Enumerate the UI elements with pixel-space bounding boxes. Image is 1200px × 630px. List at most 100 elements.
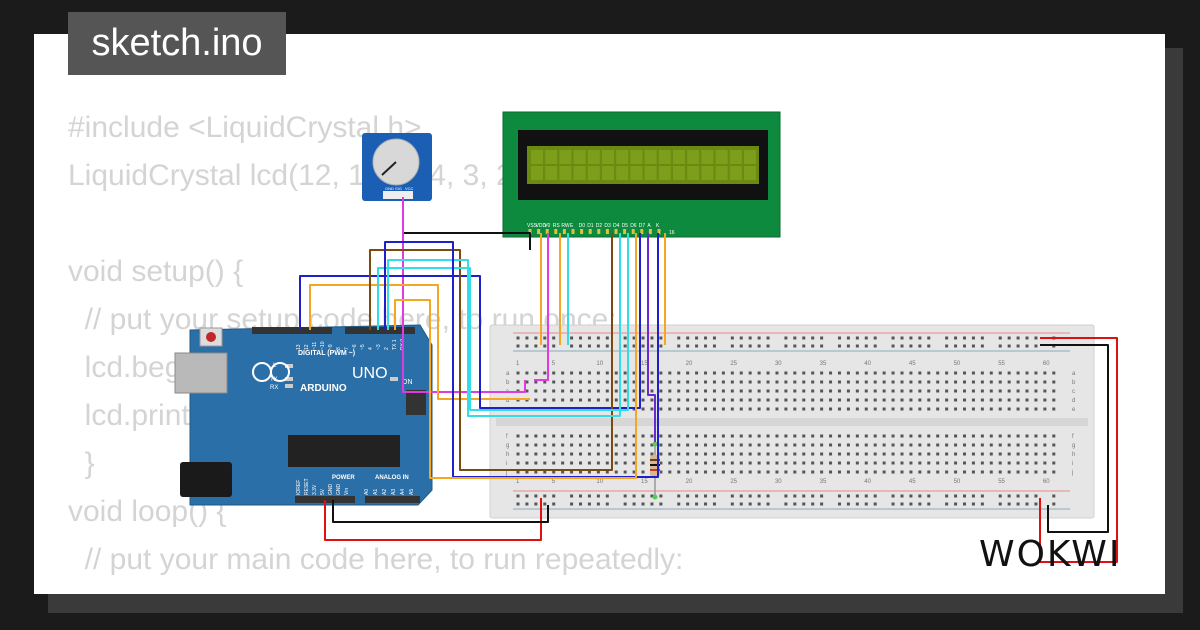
breadboard: 1155101015152020252530303535404045455050… [489,324,1095,519]
svg-text:5: 5 [552,361,556,367]
svg-text:~3: ~3 [376,344,382,350]
svg-text:25: 25 [730,479,737,485]
wire-red [1039,337,1118,563]
svg-text:1: 1 [516,361,520,367]
svg-text:d: d [506,398,509,404]
wire-brown [369,233,613,471]
svg-text:55: 55 [998,479,1005,485]
code-line: // put your main code here, to run repea… [68,543,684,576]
svg-text:RS: RS [553,223,561,229]
svg-text:DIGITAL (PWM ~): DIGITAL (PWM ~) [298,350,355,357]
svg-text:UNO: UNO [352,365,388,382]
svg-text:GND: GND [328,484,334,496]
svg-text:50: 50 [954,361,961,367]
svg-text:g: g [506,443,509,449]
svg-text:D4: D4 [613,223,620,229]
svg-text:1: 1 [516,479,520,485]
wire-cyan [377,233,629,411]
wire-violet [647,233,656,442]
svg-text:~9: ~9 [328,344,334,350]
svg-text:D1: D1 [587,223,594,229]
svg-text:RESET: RESET [304,478,310,495]
wire-orange [394,233,637,479]
wire-magenta [534,233,549,381]
wokwi-logo: WOKWI [975,530,1150,580]
svg-text:25: 25 [730,361,737,367]
svg-text:45: 45 [909,479,916,485]
svg-text:TX: TX [270,377,278,383]
svg-text:40: 40 [864,361,871,367]
svg-text:RW: RW [561,223,570,229]
svg-text:10: 10 [596,479,603,485]
wire-cyan [387,233,621,417]
wire-blue [299,233,641,409]
svg-text:a: a [1072,371,1076,377]
svg-text:7: 7 [344,347,350,350]
svg-text:WOKWI: WOKWI [979,534,1121,575]
svg-text:D2: D2 [596,223,603,229]
svg-text:ON: ON [402,379,413,386]
svg-text:20: 20 [686,479,693,485]
svg-text:12: 12 [304,344,310,350]
code-line: } [68,447,95,480]
svg-text:15: 15 [641,361,648,367]
svg-text:e: e [1072,407,1076,413]
svg-text:~5: ~5 [360,344,366,350]
svg-text:60: 60 [1043,479,1050,485]
svg-text:f: f [506,434,508,440]
usb-port [174,352,228,394]
svg-text:45: 45 [909,361,916,367]
svg-text:h: h [506,452,509,458]
svg-text:GND: GND [385,186,394,191]
svg-text:ARDUINO: ARDUINO [300,383,347,394]
svg-text:A3: A3 [391,489,397,495]
svg-text:d: d [1072,398,1075,404]
svg-text:30: 30 [775,361,782,367]
svg-text:3.3V: 3.3V [312,484,318,495]
svg-text:5V: 5V [320,488,326,495]
svg-text:A5: A5 [409,489,415,495]
svg-text:D6: D6 [630,223,637,229]
svg-text:8: 8 [336,347,342,350]
svg-text:Vin: Vin [344,488,350,495]
power-jack [180,462,232,497]
svg-text:VSS: VSS [527,223,538,229]
svg-text:16: 16 [669,230,675,236]
svg-text:40: 40 [864,479,871,485]
svg-text:b: b [1072,380,1076,386]
svg-text:i: i [506,461,507,467]
svg-text:60: 60 [1043,361,1050,367]
svg-text:VCC: VCC [405,186,414,191]
svg-text:L: L [273,363,277,369]
svg-text:h: h [1072,452,1075,458]
svg-text:2: 2 [384,347,390,350]
svg-text:13: 13 [296,344,302,350]
svg-text:A2: A2 [382,489,388,495]
wire-black [332,500,549,523]
svg-text:RX: RX [270,385,278,391]
wire-magenta [402,197,526,393]
code-line: lcd.setCursor(0, 1); [68,584,683,594]
code-line: void setup() { [68,255,244,288]
svg-text:TX 1: TX 1 [392,339,398,350]
svg-text:A: A [647,223,651,229]
arduino-uno: DIGITAL (PWM ~) ARDUINO UNO ON L TX RX P… [174,324,433,506]
wire-blue [384,233,659,478]
svg-text:i: i [1072,461,1073,467]
svg-text:55: 55 [998,361,1005,367]
svg-text:30: 30 [775,479,782,485]
wire-black [1040,344,1109,533]
svg-text:A0: A0 [364,489,370,495]
svg-text:g: g [1072,443,1075,449]
svg-text:D0: D0 [579,223,586,229]
svg-text:IOREF: IOREF [296,480,302,495]
svg-text:10: 10 [596,361,603,367]
svg-text:VDD: VDD [536,223,547,229]
file-tab[interactable]: sketch.ino [68,12,286,75]
svg-text:D5: D5 [622,223,629,229]
svg-text:POWER: POWER [332,475,355,481]
svg-text:f: f [1072,434,1074,440]
